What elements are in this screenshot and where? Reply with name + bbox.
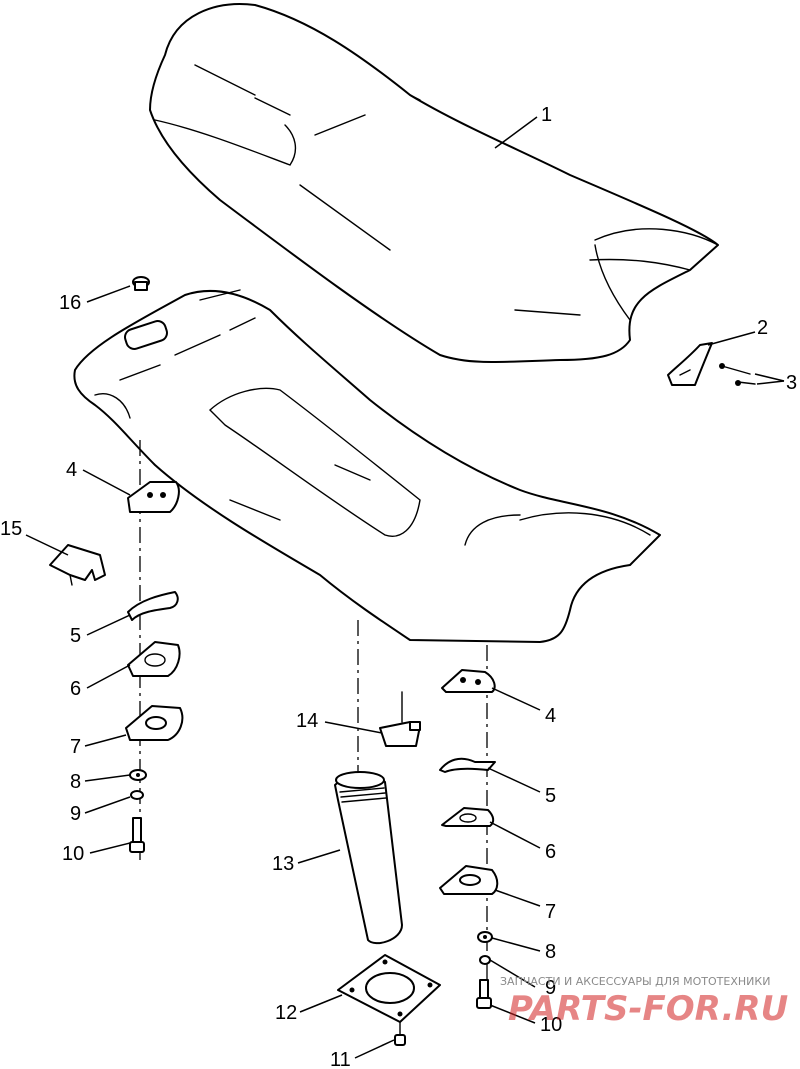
mounting-plate	[337, 954, 441, 1023]
seat-cushion	[149, 3, 719, 364]
plate-left	[127, 641, 181, 677]
latch-base-right	[439, 865, 499, 895]
lock-washer-right	[479, 955, 491, 965]
callout-6-right: 6	[545, 841, 556, 863]
callout-3: 3	[786, 372, 797, 394]
washer-right	[477, 931, 493, 943]
callout-5-right: 5	[545, 785, 556, 807]
callout-15: 15	[0, 518, 22, 540]
callout-10-right: 10	[540, 1014, 562, 1036]
watermark-logo: PARTS-FOR.RU	[508, 989, 788, 1029]
callout-4-right: 4	[545, 705, 556, 727]
callout-1: 1	[541, 104, 552, 126]
callout-16: 16	[59, 292, 81, 314]
callout-8-right: 8	[545, 941, 556, 963]
bracket-right	[441, 669, 496, 693]
callout-7-left: 7	[70, 736, 81, 758]
callout-12: 12	[275, 1002, 297, 1024]
callout-9-right: 9	[545, 977, 556, 999]
spring-latch-right	[439, 757, 496, 773]
seat-latch-bracket	[667, 342, 713, 386]
screws	[719, 363, 756, 386]
spring-latch-left	[127, 591, 179, 621]
callout-5-left: 5	[70, 625, 81, 647]
lock-washer-left	[130, 790, 144, 800]
watermark: ЗАПЧАСТИ И АКСЕССУАРЫ ДЛЯ МОТОТЕХНИКИ PA…	[500, 975, 788, 1029]
grommet	[132, 276, 150, 291]
callout-14: 14	[296, 710, 318, 732]
watermark-tagline: ЗАПЧАСТИ И АКСЕССУАРЫ ДЛЯ МОТОТЕХНИКИ	[500, 975, 770, 988]
latch-base-left	[125, 705, 184, 741]
callout-13: 13	[272, 853, 294, 875]
plate-right	[441, 807, 495, 827]
bolt-right	[476, 979, 492, 1009]
callout-9-left: 9	[70, 803, 81, 825]
callout-11: 11	[330, 1049, 351, 1069]
leader-lines	[25, 116, 785, 1059]
callout-labels: 1 2 3 4 4 5 5 6 6 7 7 8 8 9 9 10 10 11 1…	[0, 104, 797, 1069]
callout-6-left: 6	[70, 678, 81, 700]
washer-left	[129, 769, 147, 781]
seat-base-pan	[73, 289, 661, 643]
callout-8-left: 8	[70, 771, 81, 793]
callout-10-left: 10	[62, 843, 84, 865]
fitting	[379, 691, 421, 747]
callout-4-left: 4	[66, 459, 77, 481]
screw-plate	[394, 1021, 406, 1046]
callout-7-right: 7	[545, 901, 556, 923]
bracket-left	[127, 481, 180, 513]
callout-2: 2	[757, 317, 768, 339]
bolt-left	[129, 817, 145, 853]
filler-tube	[334, 771, 403, 945]
